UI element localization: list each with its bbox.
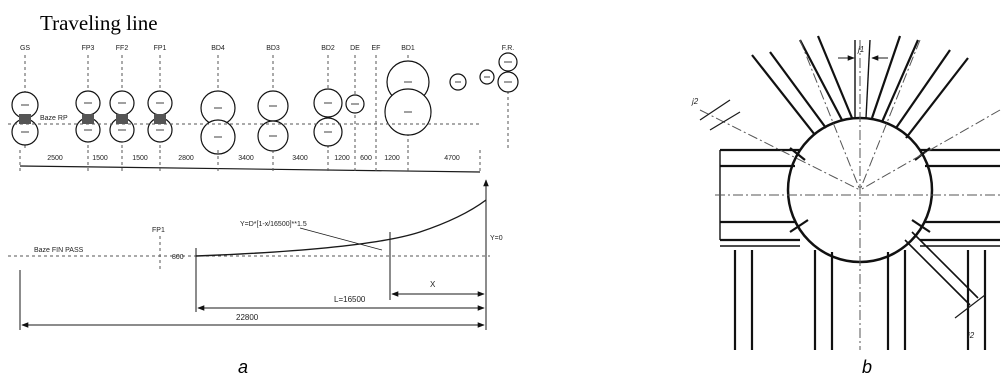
stand-label: BD1 <box>401 45 415 52</box>
roll-gap-profile <box>116 114 128 124</box>
panel-a-title: Traveling line <box>40 11 158 35</box>
j2-label-top: j2 <box>691 97 699 106</box>
profile-line: Baze FIN PASS FP1 800 Y=0 Y=D*[1-x/16500… <box>8 179 503 330</box>
stand-label: FP1 <box>154 45 167 52</box>
panel-b: j1 j2 j2 b <box>691 35 1001 377</box>
deformation-curve <box>195 199 487 257</box>
base-rp-label: Baze RP <box>40 115 68 122</box>
spacing-dimensions: 2500 1500 1500 2800 3400 3400 1200 600 1200 4700 <box>19 150 481 173</box>
caption-b: b <box>862 357 872 377</box>
stand-label: BD2 <box>321 45 335 52</box>
spacing-label: 3400 <box>238 155 254 162</box>
stand-label: BD4 <box>211 45 225 52</box>
die-centerlines <box>699 39 1001 350</box>
stand-label: EF <box>372 45 381 52</box>
j2-label-bottom: j2 <box>967 331 975 340</box>
stand-label: DE <box>350 45 360 52</box>
roll-gap-profile <box>154 114 166 124</box>
stand-label: BD3 <box>266 45 280 52</box>
spacing-label: 1500 <box>92 155 108 162</box>
j1-label: j1 <box>857 45 864 54</box>
spacing-label: 1200 <box>334 155 350 162</box>
stand-label: F.R. <box>502 45 515 52</box>
total-22800-label: 22800 <box>236 313 259 322</box>
caption-a: a <box>238 357 248 377</box>
stand-label: FP3 <box>82 45 95 52</box>
roll-gap-profile <box>19 114 31 124</box>
base-fin-pass-label: Baze FIN PASS <box>34 247 84 254</box>
dim-800-label: 800 <box>172 254 184 261</box>
die-dimensions: j1 j2 j2 <box>691 45 986 340</box>
roll-stands: GS FP3 FF2 FP1 BD4 BD3 BD2 DE EF BD1 F.R. <box>11 45 519 155</box>
spacing-label: 2800 <box>178 155 194 162</box>
roll-gap-profile <box>82 114 94 124</box>
stand-label: FF2 <box>116 45 129 52</box>
fp1-label: FP1 <box>152 227 165 234</box>
base-rp-line: Baze RP <box>8 115 480 125</box>
stand-label: GS <box>20 45 30 52</box>
formula-label: Y=D*[1-x/16500]**1.5 <box>240 221 307 228</box>
x-label: X <box>430 280 436 289</box>
spacing-label: 2500 <box>47 155 63 162</box>
length-dimensions: X L=16500 22800 <box>19 270 485 330</box>
l-16500-label: L=16500 <box>334 295 366 304</box>
spacing-label: 3400 <box>292 155 308 162</box>
spacing-label: 600 <box>360 155 372 162</box>
spacing-label: 4700 <box>444 155 460 162</box>
spacing-label: 1500 <box>132 155 148 162</box>
die-section <box>719 35 1000 350</box>
spacing-label: 1200 <box>384 155 400 162</box>
y0-label: Y=0 <box>490 235 503 242</box>
